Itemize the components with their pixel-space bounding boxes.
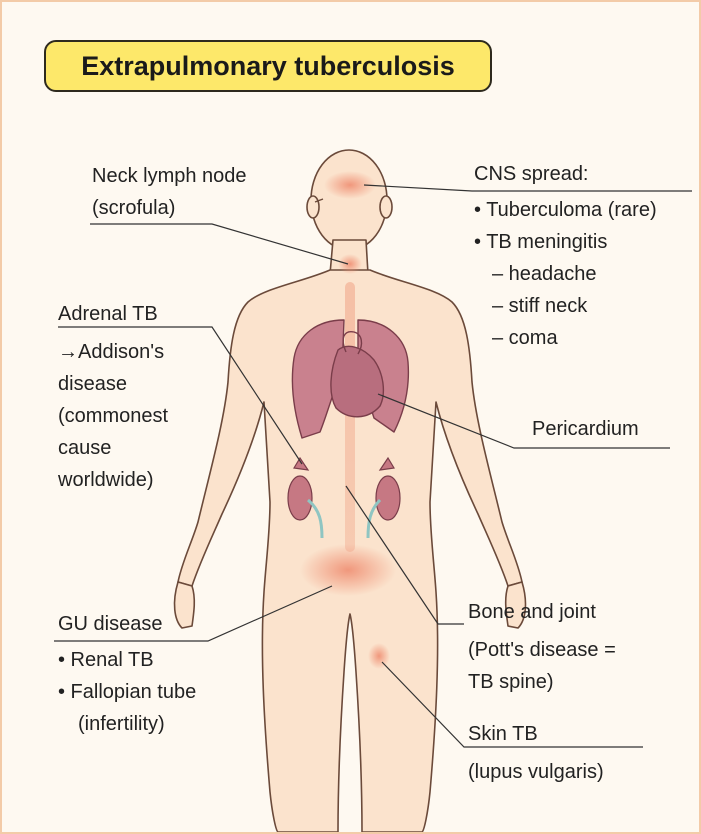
bone-heading: Bone and joint — [468, 596, 616, 628]
right-ear — [380, 196, 392, 218]
right-kidney — [376, 476, 400, 520]
adrenal-heading: Adrenal TB — [58, 298, 168, 330]
cns-label: CNS spread: • Tuberculoma (rare) • TB me… — [474, 158, 657, 354]
neck-lymph-lesion — [338, 254, 362, 274]
left-kidney — [288, 476, 312, 520]
cns-sub-item: – headache — [474, 258, 657, 290]
skin-lesion — [368, 643, 390, 669]
neck-lymph-label: Neck lymph node (scrofula) — [92, 160, 247, 224]
pericardium-label: Pericardium — [532, 413, 639, 445]
head — [311, 150, 387, 250]
skin-label: Skin TB (lupus vulgaris) — [468, 718, 604, 788]
adrenal-label: Adrenal TB →Addison's disease (commonest… — [58, 298, 168, 496]
cns-sub-item: – stiff neck — [474, 290, 657, 322]
left-ear — [307, 196, 319, 218]
gu-heading: GU disease — [58, 608, 196, 640]
leader-neck-lymph — [90, 224, 348, 264]
cns-bullet: • TB meningitis — [474, 226, 657, 258]
bone-label: Bone and joint (Pott's disease = TB spin… — [468, 596, 616, 698]
gu-lesion — [300, 544, 396, 596]
skin-heading: Skin TB — [468, 718, 604, 750]
cns-bullet: • Tuberculoma (rare) — [474, 194, 657, 226]
gu-label: GU disease • Renal TB • Fallopian tube (… — [58, 608, 196, 740]
cns-sub-item: – coma — [474, 322, 657, 354]
cns-heading: CNS spread: — [474, 158, 657, 190]
